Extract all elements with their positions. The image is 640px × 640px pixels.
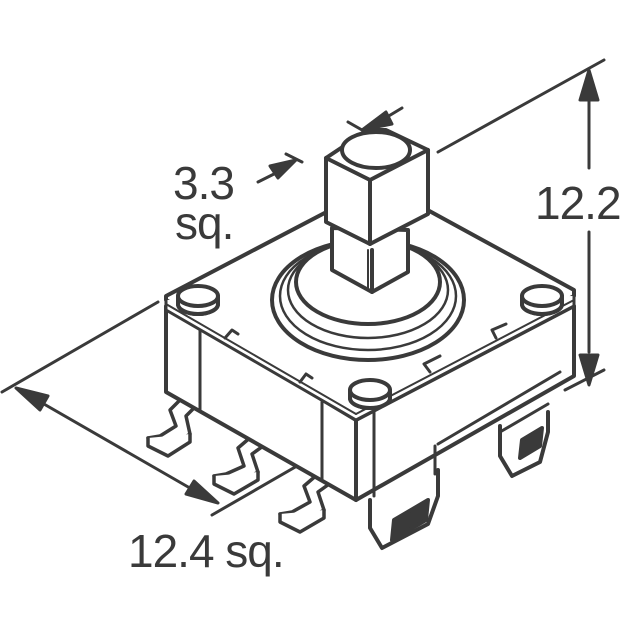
- width-dimension-label: 12.4 sq.: [128, 525, 285, 577]
- stem-dimension-value: 3.3: [173, 157, 235, 209]
- stem-dimension-unit: sq.: [175, 197, 234, 249]
- right-terminals: [368, 410, 550, 550]
- corner-posts: [176, 284, 564, 410]
- actuator-stem: [324, 128, 430, 294]
- height-dimension-label: 12.2: [535, 177, 622, 229]
- dimension-lines: [0, 58, 606, 517]
